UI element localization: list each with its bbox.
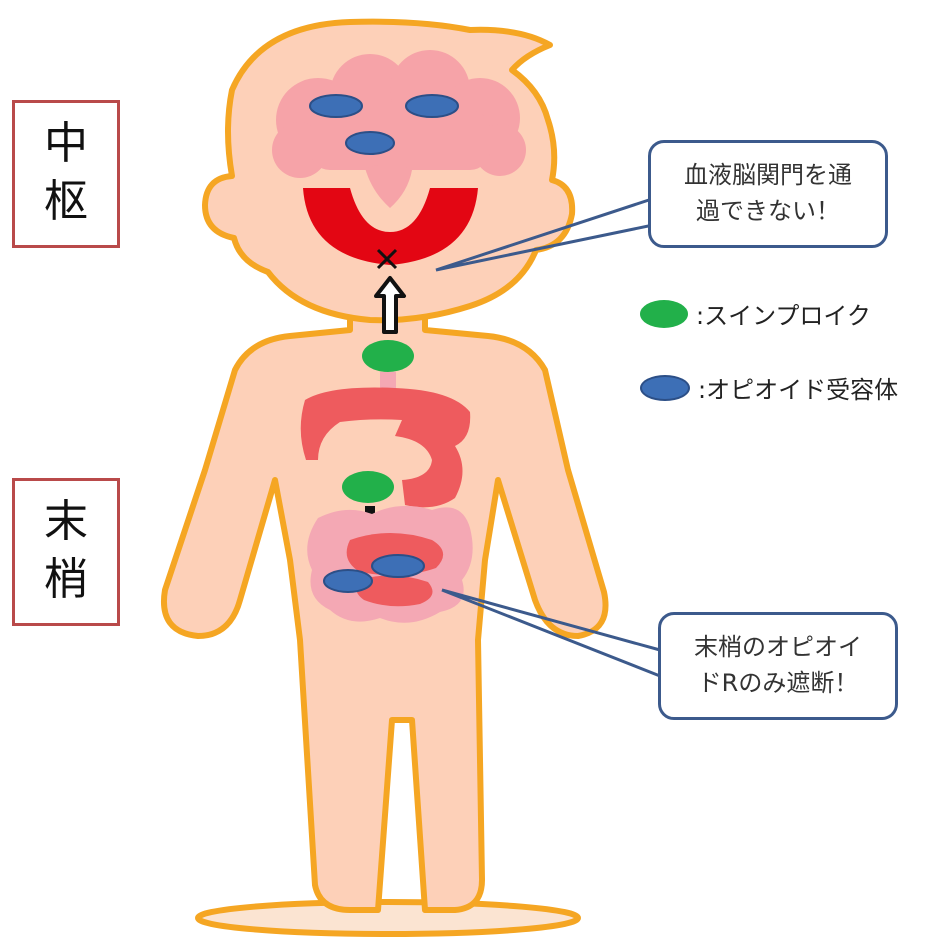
naldemedine-drug — [362, 340, 414, 372]
label-peripheral: 末 梢 — [12, 478, 120, 626]
ground-shadow — [198, 902, 578, 934]
legend-item-opioid-receptor: :オピオイド受容体 — [640, 370, 898, 405]
opioid-receptor-gut — [372, 555, 424, 577]
opioid-receptor-brain — [406, 95, 458, 117]
opioid-receptor-brain — [346, 132, 394, 154]
label-central: 中 枢 — [12, 100, 120, 248]
blue-ellipse-icon — [640, 375, 690, 401]
peripheral-char-1: 末 — [15, 493, 117, 551]
callout-peripheral-line-2: ドRのみ遮断！ — [671, 665, 885, 701]
legend-item-naldemedine: :スインプロイク — [640, 296, 871, 331]
callout-bbb-line-2: 過できない！ — [661, 193, 875, 229]
legend-label-opioid-receptor: :オピオイド受容体 — [698, 370, 898, 405]
green-ellipse-icon — [640, 300, 688, 328]
peripheral-char-2: 梢 — [15, 551, 117, 609]
callout-peripheral-line-1: 末梢のオピオイ — [671, 629, 885, 665]
callout-bbb-line-1: 血液脳関門を通 — [661, 157, 875, 193]
callout-bbb: 血液脳関門を通 過できない！ — [648, 140, 888, 248]
naldemedine-drug — [342, 471, 394, 503]
legend-label-naldemedine: :スインプロイク — [696, 296, 871, 331]
central-char-2: 枢 — [15, 173, 117, 231]
central-char-1: 中 — [15, 115, 117, 173]
opioid-receptor-gut — [324, 570, 372, 592]
opioid-receptor-brain — [310, 95, 362, 117]
callout-peripheral: 末梢のオピオイ ドRのみ遮断！ — [658, 612, 898, 720]
